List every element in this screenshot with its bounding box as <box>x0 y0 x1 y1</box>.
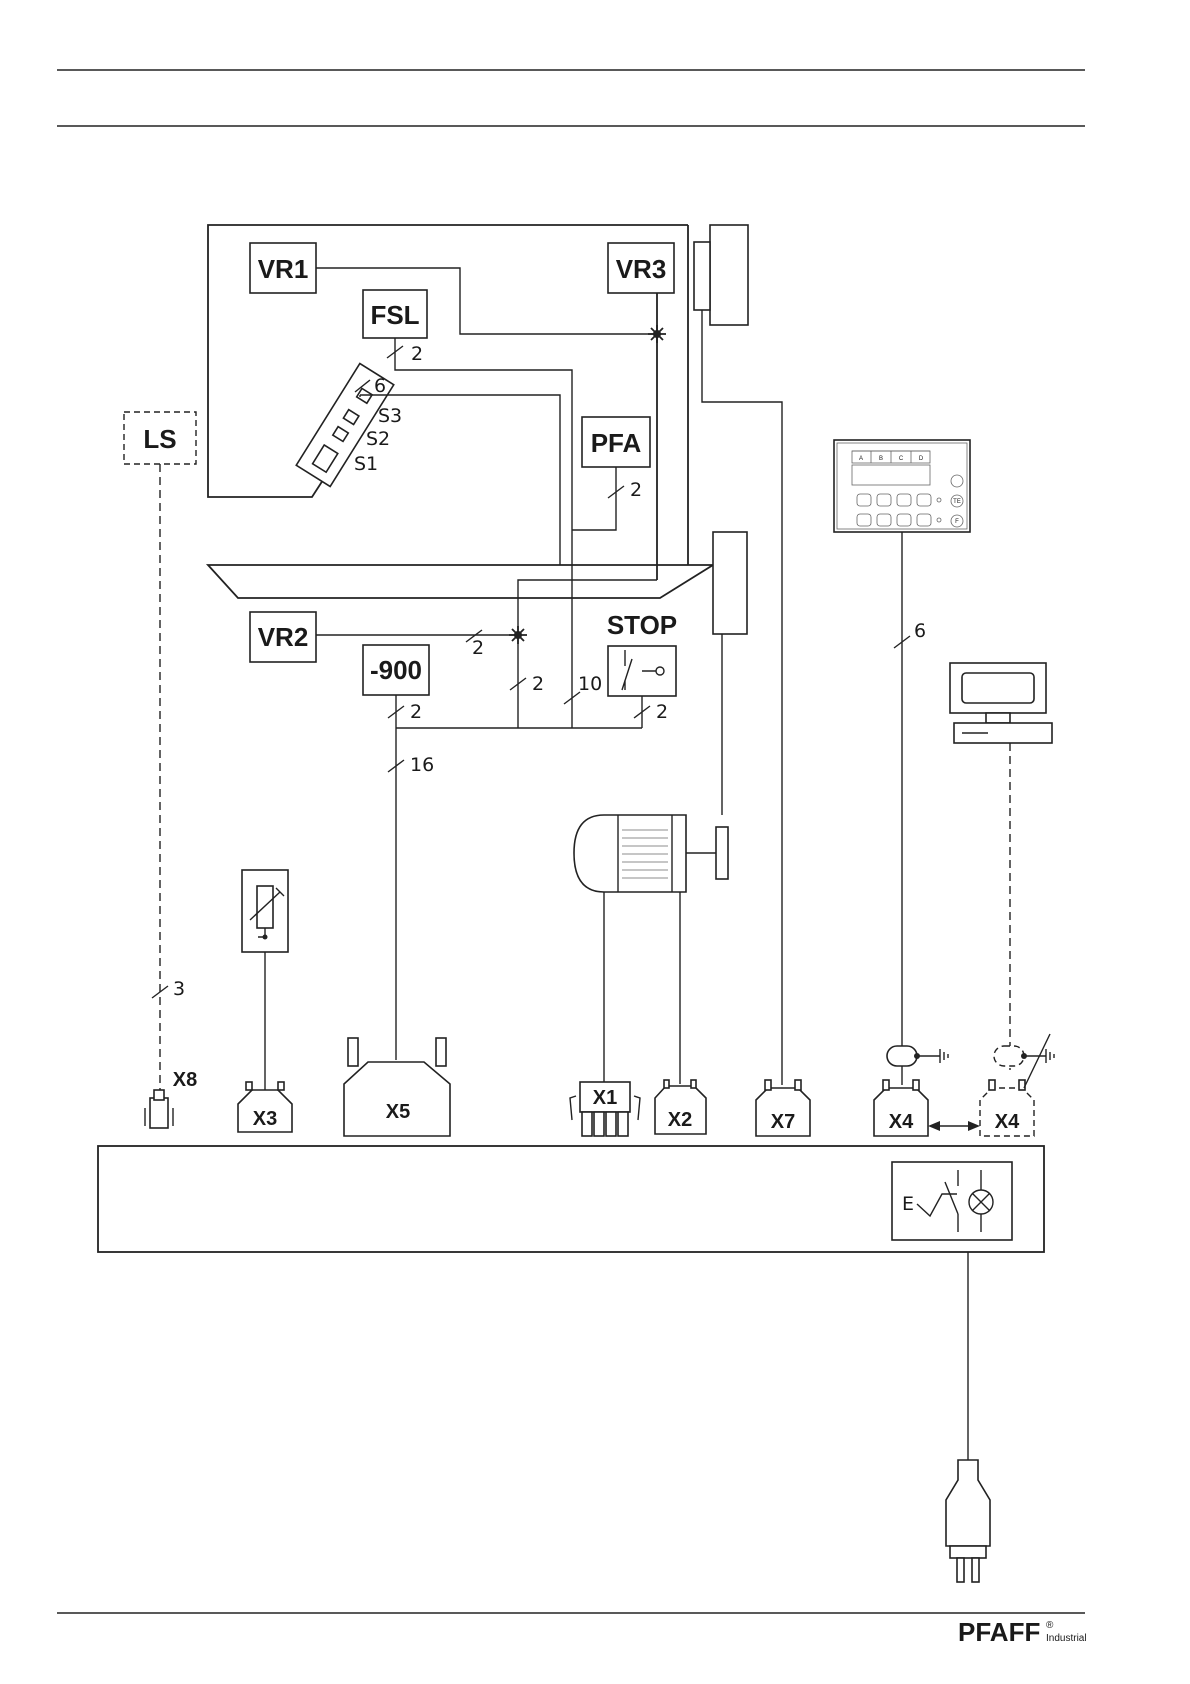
main-wire-count: 16 <box>410 754 434 776</box>
connector-x4-pc: X4 <box>980 1034 1054 1136</box>
svg-text:F: F <box>955 519 959 525</box>
handwheel-belt <box>702 310 782 1085</box>
svg-text:C: C <box>899 456 904 462</box>
svg-text:A: A <box>859 456 863 462</box>
brand-logo: PFAFF <box>958 1617 1040 1647</box>
vr2-wire-count: 2 <box>472 637 484 659</box>
svg-text:X4: X4 <box>995 1111 1020 1133</box>
machine-bed <box>208 565 713 598</box>
connector-x7: X7 <box>756 1080 810 1136</box>
ls-label: LS <box>143 424 176 454</box>
connector-x5: X5 <box>344 1038 450 1136</box>
svg-text:X2: X2 <box>668 1109 692 1131</box>
mains-switch-symbol: E <box>892 1162 1012 1240</box>
connector-x8: X8 <box>145 1069 197 1128</box>
s1-label: S1 <box>354 453 378 475</box>
control-panel: A B C D TE F <box>834 440 970 532</box>
motor <box>574 815 728 892</box>
fsl-wire-count: 2 <box>411 343 423 365</box>
ten-wire-count: 10 <box>578 673 602 695</box>
svg-text:B: B <box>879 456 883 462</box>
pfa-wire <box>572 467 616 530</box>
vr3-junction-dot <box>653 330 661 338</box>
x4-double-arrow <box>928 1121 980 1131</box>
panel-wire-count: 6 <box>914 620 926 642</box>
vr2-label: VR2 <box>258 622 309 652</box>
svg-text:E: E <box>902 1193 914 1215</box>
mains-plug <box>946 1460 990 1582</box>
svg-text:X4: X4 <box>889 1111 914 1133</box>
svg-text:X5: X5 <box>386 1101 410 1123</box>
brand-subtitle: Industrial <box>1046 1633 1087 1644</box>
svg-text:D: D <box>919 456 924 462</box>
pfa-wire-count: 2 <box>630 479 642 501</box>
vr2-junction-dot <box>514 631 522 639</box>
svg-text:X1: X1 <box>593 1087 617 1109</box>
bed-motor-pulley <box>713 532 747 634</box>
ls-wire-count: 3 <box>173 978 185 1000</box>
stop-label: STOP <box>607 610 677 640</box>
fsl-label: FSL <box>370 300 419 330</box>
m900-wire-count: 2 <box>410 701 422 723</box>
vr3-label: VR3 <box>616 254 667 284</box>
svg-text:X7: X7 <box>771 1111 795 1133</box>
potentiometer <box>242 870 288 952</box>
junction-wire-count: 2 <box>532 673 544 695</box>
s3-label: S3 <box>378 405 402 427</box>
svg-text:X8: X8 <box>173 1069 197 1091</box>
connector-x1: X1 <box>570 1082 640 1136</box>
handwheel-hub <box>694 242 710 310</box>
connector-x2: X2 <box>655 1080 706 1134</box>
s2-label: S2 <box>366 428 390 450</box>
pfa-label: PFA <box>591 428 642 458</box>
stop-wire-count: 2 <box>656 701 668 723</box>
pc-icon <box>950 663 1052 743</box>
svg-text:TE: TE <box>953 499 961 505</box>
brand-registered: ® <box>1046 1620 1054 1631</box>
connector-x3: X3 <box>238 1082 292 1132</box>
m900-label: -900 <box>370 655 422 685</box>
switch-wire-count: 6 <box>374 375 386 397</box>
vr1-label: VR1 <box>258 254 309 284</box>
svg-text:X3: X3 <box>253 1108 277 1130</box>
handwheel <box>710 225 748 325</box>
